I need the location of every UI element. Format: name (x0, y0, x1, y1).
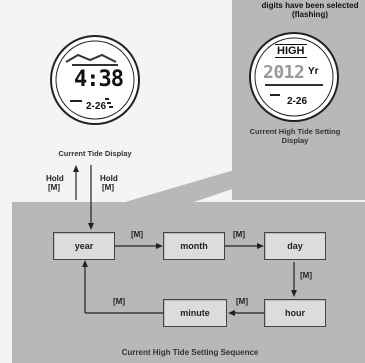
step-month: month (163, 232, 225, 260)
sequence-panel (12, 202, 365, 363)
sequence-caption: Current High Tide Setting Sequence (121, 348, 259, 357)
sequence-arrows (82, 243, 297, 316)
hold-down-key: [M] (102, 183, 114, 192)
transition-label-year-month: [M] (131, 230, 143, 239)
transition-label-hour-minute: [M] (236, 297, 248, 306)
left-watch-caption: Current Tide Display (58, 149, 132, 158)
right-watch-date: 2-26 (287, 96, 308, 107)
right-watch-caption: Current High Tide Setting Display (249, 127, 341, 145)
step-minute: minute (163, 299, 227, 327)
callout-beam (115, 160, 318, 205)
step-year: year (53, 232, 115, 260)
transition-label-day-hour: [M] (300, 271, 312, 280)
hold-up-word: Hold (46, 174, 64, 183)
left-watch-date: 2-26 (86, 101, 107, 112)
left-watch-time: 4:38 (74, 67, 124, 92)
right-watch-year: 2012 (263, 62, 305, 83)
right-watch-dial (249, 32, 339, 122)
hold-down-word: Hold (100, 174, 118, 183)
hold-arrows (73, 165, 94, 230)
hold-up-key: [M] (48, 183, 60, 192)
right-watch-tag: HIGH (275, 44, 307, 58)
right-watch-year-unit: Yr (308, 66, 319, 77)
step-day: day (264, 232, 326, 260)
step-hour: hour (264, 299, 326, 327)
transition-label-month-day: [M] (233, 230, 245, 239)
transition-label-minute-year: [M] (113, 297, 125, 306)
callout-note: digits have been selected (flashing) (261, 1, 359, 19)
left-watch-dial (50, 35, 140, 125)
